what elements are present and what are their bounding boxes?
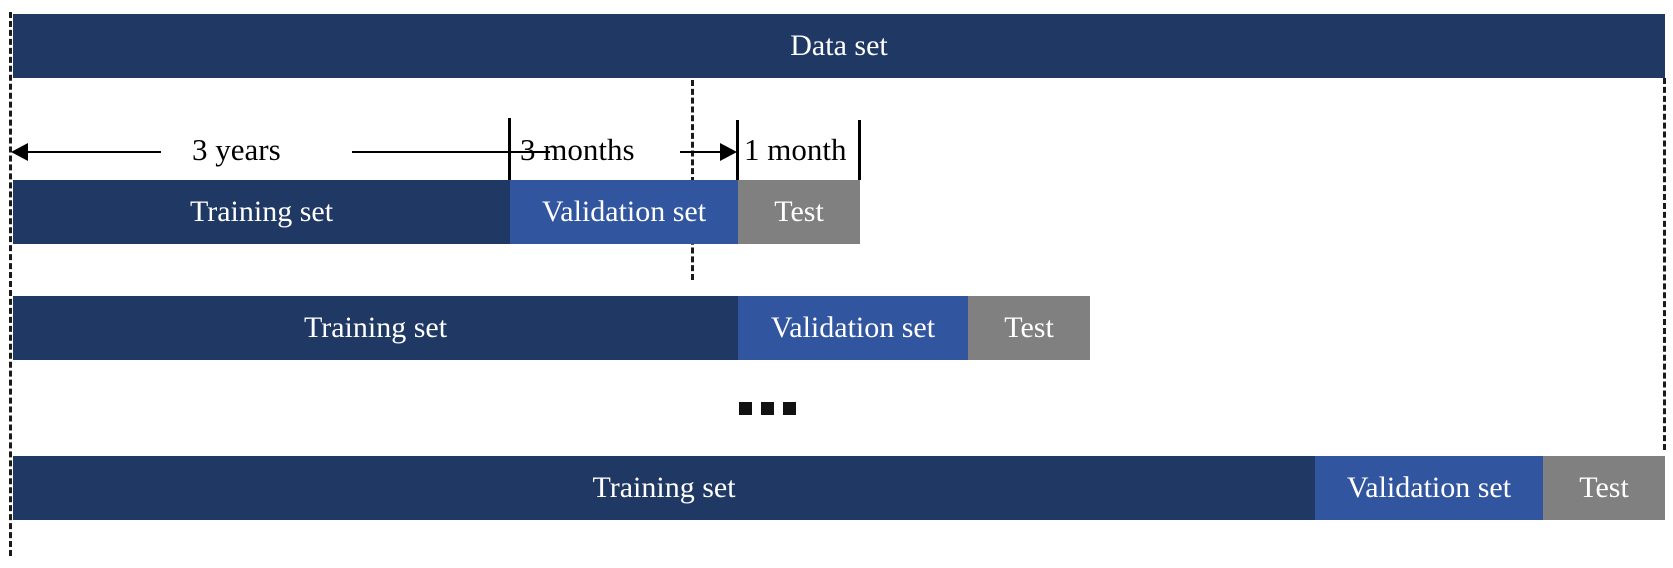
fold1-test-label: Test <box>774 195 824 228</box>
foldN-validation-bar: Validation set <box>1315 456 1543 520</box>
right-boundary-dashed-line <box>1663 78 1666 450</box>
dataset-bar: Data set <box>13 14 1665 78</box>
fold1-training-bar: Training set <box>13 180 510 244</box>
fold2-test-label: Test <box>1004 311 1054 344</box>
three-years-rule-right <box>352 151 510 153</box>
left-boundary-dashed-line <box>9 12 12 556</box>
fold1-validation-bar: Validation set <box>510 180 738 244</box>
three-years-label: 3 years <box>192 132 281 167</box>
training-validation-tick <box>508 118 511 180</box>
fold2-training-label: Training set <box>303 311 448 344</box>
fold1-test-bar: Test <box>738 180 860 244</box>
ellipsis-dot-1 <box>739 402 752 415</box>
three-months-label: 3 months <box>520 132 635 167</box>
fold2-test-bar: Test <box>968 296 1090 360</box>
ellipsis-dot-2 <box>761 402 774 415</box>
test-end-tick <box>858 120 861 180</box>
foldN-training-bar: Training set <box>13 456 1315 520</box>
three-months-right-arrow-icon <box>720 143 737 161</box>
fold2-validation-bar: Validation set <box>738 296 968 360</box>
ellipsis-dot-3 <box>783 402 796 415</box>
dataset-bar-label: Data set <box>790 29 888 62</box>
fold1-validation-label: Validation set <box>541 195 707 228</box>
three-months-rule-right <box>680 151 722 153</box>
foldN-validation-label: Validation set <box>1346 471 1512 504</box>
ellipsis-marker <box>739 402 796 415</box>
three-years-left-arrow-icon <box>11 143 28 161</box>
fold1-training-label: Training set <box>189 195 334 228</box>
fold2-validation-label: Validation set <box>770 311 936 344</box>
foldN-test-label: Test <box>1579 471 1629 504</box>
three-years-rule-left <box>26 151 161 153</box>
three-months-rule-left <box>462 151 550 153</box>
one-month-label: 1 month <box>744 132 847 167</box>
foldN-test-bar: Test <box>1543 456 1665 520</box>
foldN-training-label: Training set <box>592 471 736 504</box>
fold2-training-bar: Training set <box>13 296 738 360</box>
validation-test-tick <box>736 120 739 180</box>
